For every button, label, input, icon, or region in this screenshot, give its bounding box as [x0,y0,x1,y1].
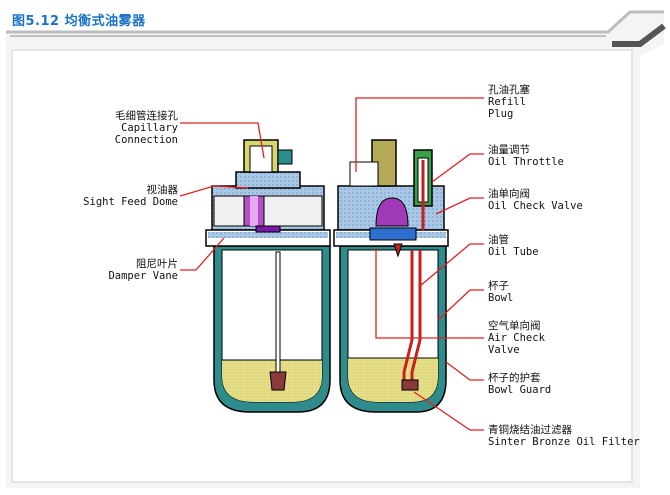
label-bowl-guard-en: Bowl Guard [488,384,552,396]
leader-air-check [375,248,484,339]
label-sight-feed-zh: 视油器 [146,184,179,196]
label-refill-en2: Plug [488,108,514,120]
label-bowl-guard: 杯子的护套 Bowl Guard [488,372,551,396]
label-damper-zh: 阻尼叶片 [136,258,178,270]
label-capillary-en2: Connection [114,134,178,146]
leader-throttle [431,153,484,183]
label-capillary-en1: Capillary [121,122,178,134]
label-bowl-zh: 杯子 [488,280,509,292]
leader-capillary [180,122,265,159]
leader-lines [179,97,484,431]
label-bowl-guard-zh: 杯子的护套 [488,372,541,384]
label-refill-zh: 孔油孔塞 [488,84,530,96]
panel-frame [6,10,666,488]
label-air-check-en1: Air Check [488,332,545,344]
label-check-valve: 油单向阀 Oil Check Valve [488,188,583,212]
label-air-check-en2: Valve [488,344,520,356]
label-check-valve-en: Oil Check Valve [488,200,583,212]
label-tube-en: Oil Tube [488,246,539,258]
label-sight-feed-en: Sight Feed Dome [83,196,178,208]
label-throttle: 油量调节 Oil Throttle [488,144,564,168]
lubricator-cutaway [333,139,449,413]
label-tube: 油管 Oil Tube [488,234,539,258]
label-bowl: 杯子 Bowl [488,280,513,304]
label-capillary: 毛细管连接孔 Capillary Connection [94,110,178,146]
leader-check-valve [435,197,484,215]
label-bowl-en: Bowl [488,292,514,304]
label-filter-zh: 青铜烧结油过滤器 [488,424,572,436]
leader-tube [419,243,484,287]
label-refill-en1: Refill [488,96,526,108]
label-air-check-zh: 空气单向阀 [488,320,541,332]
leader-bowl [437,289,484,321]
leader-filter [413,391,484,431]
label-capillary-zh: 毛细管连接孔 [115,110,178,122]
figure-title: 图5.12 均衡式油雾器 [12,14,146,29]
label-filter: 青铜烧结油过滤器 Sinter Bronze Oil Filter [488,424,640,448]
lubricator-exterior [205,139,331,413]
label-refill: 孔油孔塞 Refill Plug [488,84,530,120]
label-check-valve-zh: 油单向阀 [488,188,530,200]
label-sight-feed: 视油器 Sight Feed Dome [70,184,178,208]
label-damper-en: Damper Vane [108,270,178,282]
label-throttle-en: Oil Throttle [488,156,564,168]
leader-bowl-guard [445,361,484,381]
leader-refill [355,97,484,172]
label-filter-en: Sinter Bronze Oil Filter [488,436,640,448]
leader-damper [180,237,225,271]
label-tube-zh: 油管 [488,234,509,246]
leader-sight-feed [179,185,249,197]
label-damper: 阻尼叶片 Damper Vane [90,258,178,282]
label-air-check: 空气单向阀 Air Check Valve [488,320,545,356]
label-throttle-zh: 油量调节 [488,144,530,156]
